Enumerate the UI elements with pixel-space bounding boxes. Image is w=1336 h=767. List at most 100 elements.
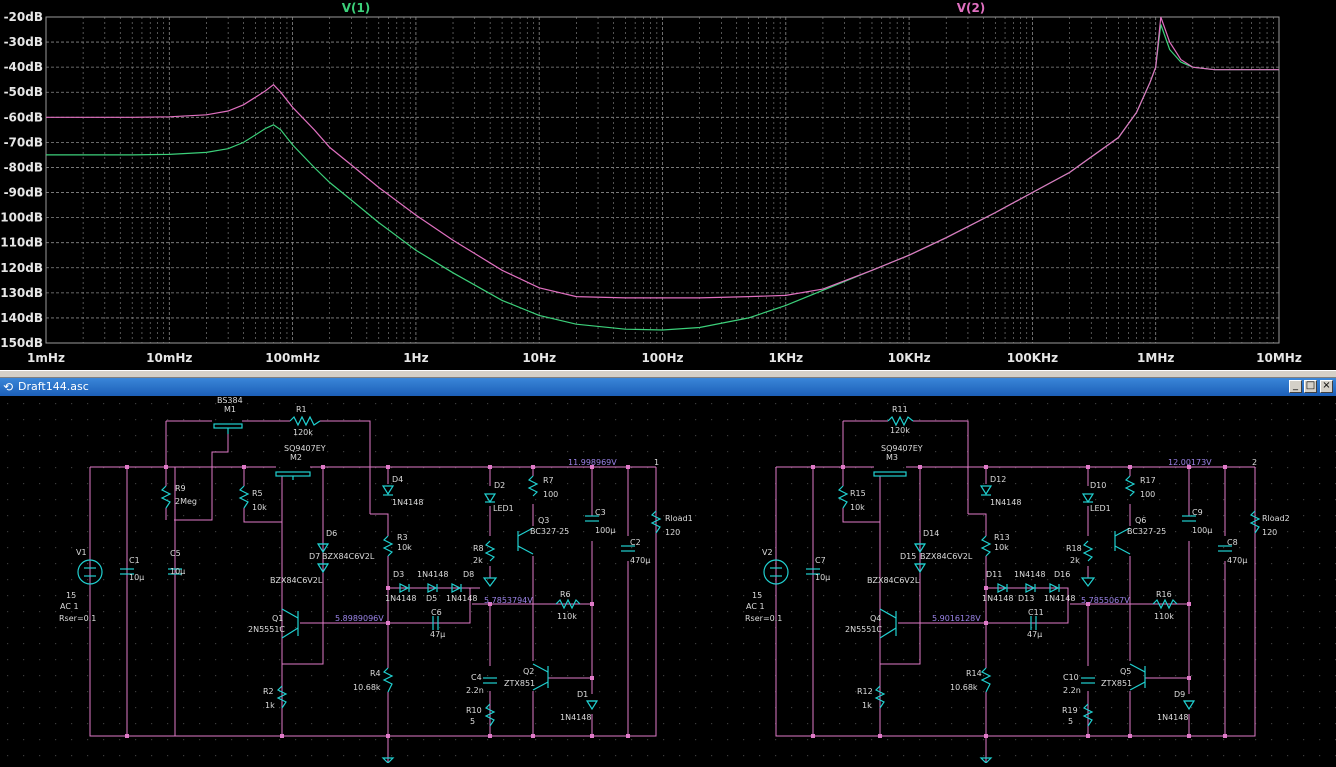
d16-model[interactable]: 1N4148 xyxy=(1044,594,1075,603)
d12-label[interactable]: D12 xyxy=(990,475,1006,484)
r18-label[interactable]: R18 xyxy=(1066,544,1082,553)
node2-voltage[interactable]: 12.00173V xyxy=(1168,458,1212,467)
r2-value[interactable]: 1k xyxy=(265,701,275,710)
r8-label[interactable]: R8 xyxy=(473,544,484,553)
q3-model[interactable]: BC327-25 xyxy=(530,527,569,536)
node1-voltage[interactable]: 11.998969V xyxy=(568,458,617,467)
q6-model[interactable]: BC327-25 xyxy=(1127,527,1166,536)
c10-value[interactable]: 2.2n xyxy=(1063,686,1081,695)
d6-label[interactable]: D6 xyxy=(326,529,337,538)
d11-label[interactable]: D11 xyxy=(986,570,1002,579)
q4-model[interactable]: 2N5551C xyxy=(845,625,882,634)
r6-label[interactable]: R6 xyxy=(560,590,571,599)
d4-label[interactable]: D4 xyxy=(392,475,403,484)
q1-label[interactable]: Q1 xyxy=(272,614,283,623)
v2-rser[interactable]: Rser=0.1 xyxy=(745,614,782,623)
r18-value[interactable]: 2k xyxy=(1070,556,1080,565)
r13-label[interactable]: R13 xyxy=(994,533,1010,542)
d15-model[interactable]: BZX84C6V2L xyxy=(920,552,973,561)
c1-value[interactable]: 10µ xyxy=(129,573,144,582)
r9-value[interactable]: 2Meg xyxy=(175,497,197,506)
q2-label[interactable]: Q2 xyxy=(523,667,534,676)
c10-label[interactable]: C10 xyxy=(1063,673,1079,682)
d15-label[interactable]: D15 xyxy=(900,552,916,561)
d13-model[interactable]: 1N4148 xyxy=(1014,570,1045,579)
v2-ac[interactable]: AC 1 xyxy=(746,602,765,611)
d3-model[interactable]: 1N4148 xyxy=(385,594,416,603)
q6-label[interactable]: Q6 xyxy=(1135,516,1146,525)
r16-label[interactable]: R16 xyxy=(1156,590,1172,599)
c9-label[interactable]: C9 xyxy=(1192,508,1203,517)
r16-value[interactable]: 110k xyxy=(1154,612,1174,621)
d7-model[interactable]: BZX84C6V2L xyxy=(322,552,375,561)
legend-v1[interactable]: V(1) xyxy=(342,1,371,15)
d1-label[interactable]: D1 xyxy=(577,690,588,699)
d14-model[interactable]: BZX84C6V2L xyxy=(867,576,920,585)
r4-value[interactable]: 10.68k xyxy=(353,683,381,692)
node1-label[interactable]: 1 xyxy=(654,458,659,467)
schematic-titlebar[interactable]: ⟲ Draft144.asc _ □ × xyxy=(0,378,1336,396)
schematic-canvas[interactable]: BS384 M1 R1 120k SQ9407EY M2 R9 2Meg R5 … xyxy=(0,396,1336,764)
r10-label[interactable]: R10 xyxy=(466,706,482,715)
v1-label[interactable]: V1 xyxy=(76,548,87,557)
led1-label[interactable]: LED1 xyxy=(493,504,514,513)
d3-label[interactable]: D3 xyxy=(393,570,404,579)
r8-value[interactable]: 2k xyxy=(473,556,483,565)
q1-model[interactable]: 2N5551C xyxy=(248,625,285,634)
c4-value[interactable]: 2.2n xyxy=(466,686,484,695)
d13-label[interactable]: D13 xyxy=(1018,594,1034,603)
d8-label[interactable]: D8 xyxy=(463,570,474,579)
c9-value[interactable]: 100µ xyxy=(1192,526,1212,535)
q3-label[interactable]: Q3 xyxy=(538,516,549,525)
r15-value[interactable]: 10k xyxy=(850,503,865,512)
c11-value[interactable]: 47µ xyxy=(1027,630,1042,639)
c8-value[interactable]: 470µ xyxy=(1227,556,1247,565)
d8-node-voltage[interactable]: 5.7853794V xyxy=(484,596,533,605)
node2-label[interactable]: 2 xyxy=(1252,458,1257,467)
v2-value[interactable]: 15 xyxy=(752,591,762,600)
m1-label[interactable]: M1 xyxy=(224,405,236,414)
m2-model-label[interactable]: SQ9407EY xyxy=(284,444,326,453)
r13-value[interactable]: 10k xyxy=(994,543,1009,552)
d16-node-voltage[interactable]: 5.7855067V xyxy=(1081,596,1130,605)
r7-value[interactable]: 100 xyxy=(543,490,558,499)
maximize-button[interactable]: □ xyxy=(1304,380,1317,393)
r12-value[interactable]: 1k xyxy=(862,701,872,710)
r17-label[interactable]: R17 xyxy=(1140,476,1156,485)
r7-label[interactable]: R7 xyxy=(543,476,554,485)
c5-value[interactable]: 10µ xyxy=(170,567,185,576)
c2-label[interactable]: C2 xyxy=(630,538,641,547)
r5-label[interactable]: R5 xyxy=(252,489,263,498)
q5-model[interactable]: ZTX851 xyxy=(1101,679,1132,688)
r19-label[interactable]: R19 xyxy=(1062,706,1078,715)
q2-model[interactable]: ZTX851 xyxy=(504,679,535,688)
r12-label[interactable]: R12 xyxy=(857,687,873,696)
q1-node-voltage[interactable]: 5.8989096V xyxy=(335,614,384,623)
r4-label[interactable]: R4 xyxy=(370,669,381,678)
r11-value[interactable]: 120k xyxy=(890,426,910,435)
r3-value[interactable]: 10k xyxy=(397,543,412,552)
r14-value[interactable]: 10.68k xyxy=(950,683,978,692)
c3-value[interactable]: 100µ xyxy=(595,526,615,535)
m3-label[interactable]: M3 xyxy=(886,453,898,462)
rload1-value[interactable]: 120 xyxy=(665,528,680,537)
v1-ac[interactable]: AC 1 xyxy=(60,602,79,611)
schematic-drawing[interactable]: BS384 M1 R1 120k SQ9407EY M2 R9 2Meg R5 … xyxy=(0,396,1336,764)
q4-node-voltage[interactable]: 5.9016128V xyxy=(932,614,981,623)
d7-label[interactable]: D7 xyxy=(309,552,320,561)
led1b-label[interactable]: LED1 xyxy=(1090,504,1111,513)
close-button[interactable]: × xyxy=(1320,380,1333,393)
d9-model[interactable]: 1N4148 xyxy=(1157,713,1188,722)
r15-label[interactable]: R15 xyxy=(850,489,866,498)
v1-value[interactable]: 15 xyxy=(66,591,76,600)
rload2-label[interactable]: Rload2 xyxy=(1262,514,1290,523)
d16-label[interactable]: D16 xyxy=(1054,570,1070,579)
r10-value[interactable]: 5 xyxy=(470,717,475,726)
m1-model-label[interactable]: BS384 xyxy=(217,396,243,405)
r1-label[interactable]: R1 xyxy=(296,405,307,414)
m3-model-label[interactable]: SQ9407EY xyxy=(881,444,923,453)
minimize-button[interactable]: _ xyxy=(1289,380,1302,393)
r6-value[interactable]: 110k xyxy=(557,612,577,621)
legend-v2[interactable]: V(2) xyxy=(957,1,986,15)
